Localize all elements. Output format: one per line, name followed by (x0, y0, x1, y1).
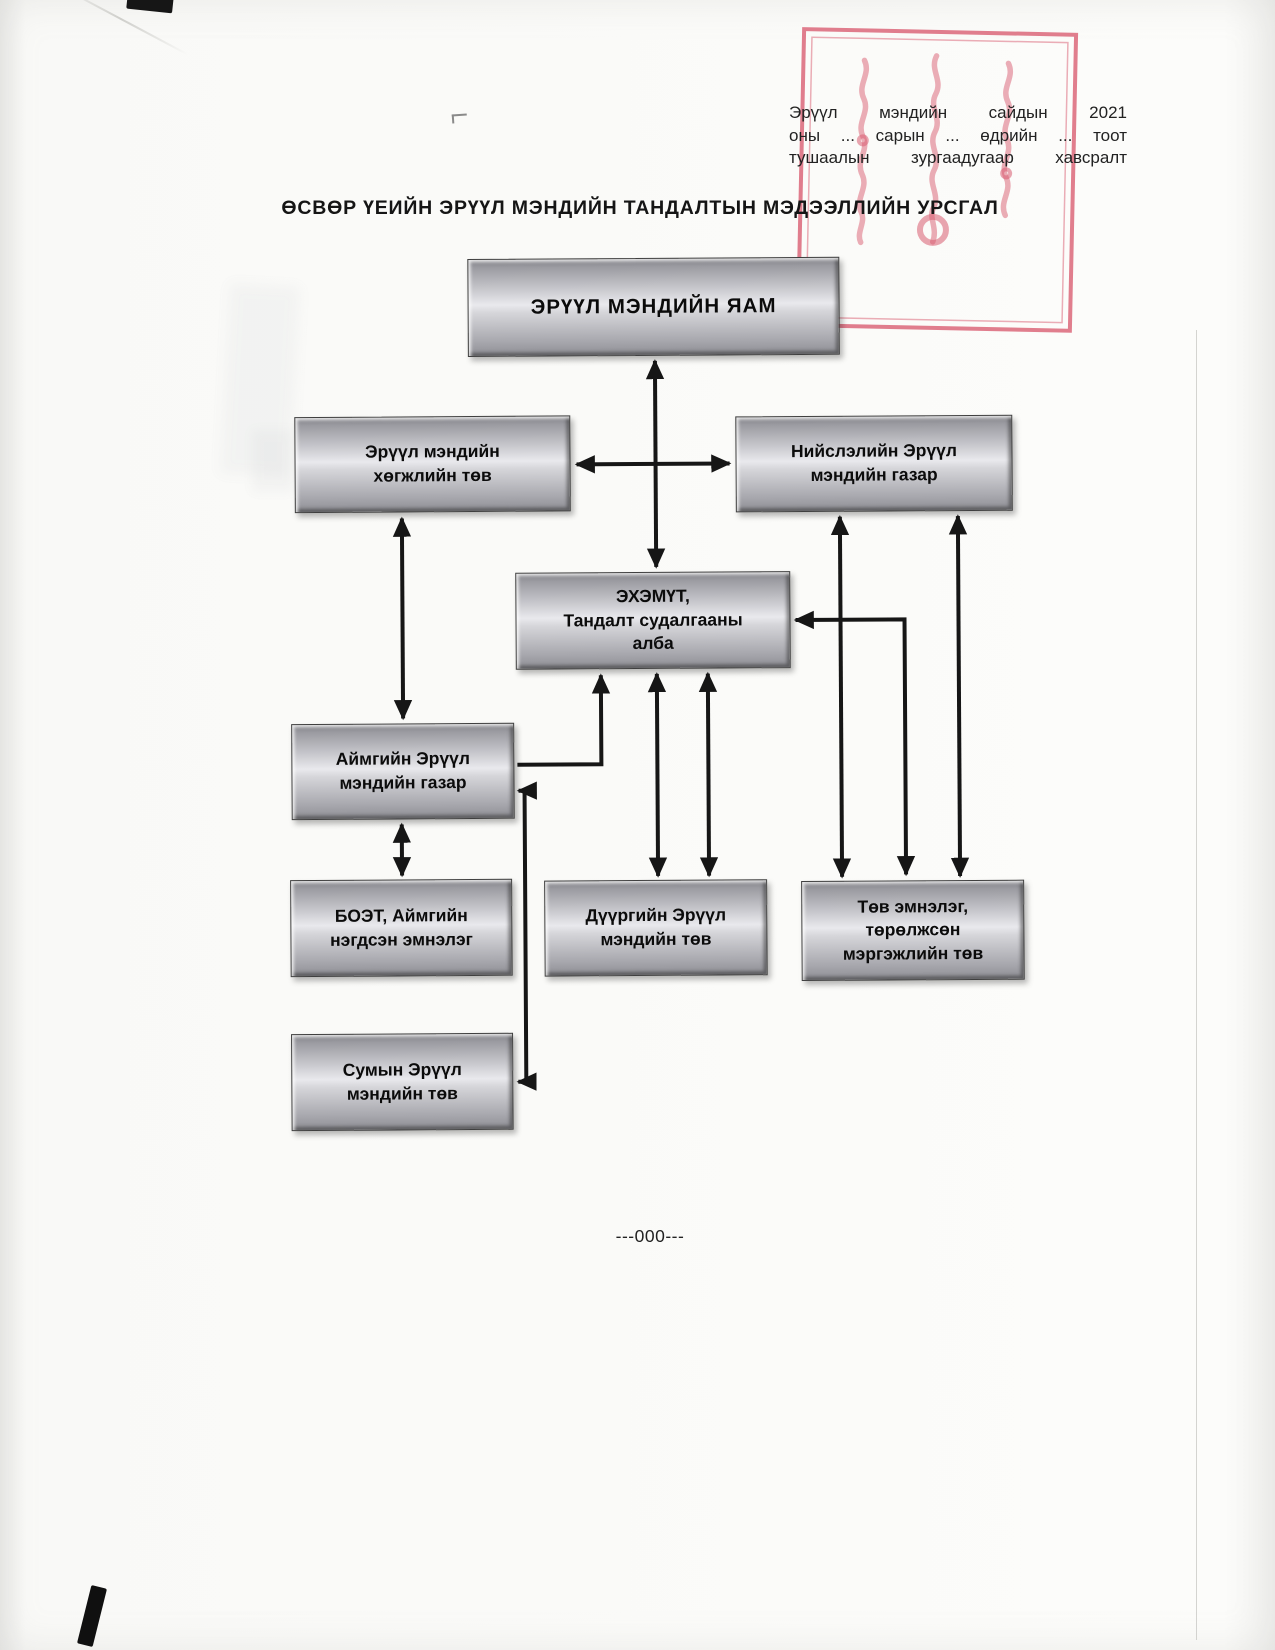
decree-annotation: Эрүүл мэндийн сайдын 2021 оны ... сарын … (789, 102, 1127, 170)
node-label: ЭХЭМҮТ, Тандалт судалгааны алба (563, 585, 743, 654)
diagram-node-district-health-center: Дүүргийн Эрүүл мэндийн төв (544, 879, 768, 977)
annotation-line: оны ... сарын ... өдрийн ... тоот (789, 125, 1127, 145)
node-label: Сумын Эрүүл мэндийн төв (342, 1058, 462, 1104)
node-label: Нийслэлийн Эрүүл мэндийн газар (790, 440, 958, 485)
node-label: Эрүүл мэндийн хөгжлийн төв (365, 441, 500, 486)
diagram-node-health-development-center: Эрүүл мэндийн хөгжлийн төв (294, 415, 571, 514)
node-label: Дүүргийн Эрүүл мэндийн төв (585, 904, 727, 950)
diagram-node-boet-aimag-general-hospital: БОЭТ, Аймгийн нэгдсэн эмнэлэг (290, 878, 513, 978)
edge-ehemut-duureg-right (698, 671, 719, 878)
edge-hugjil-niislel (574, 454, 732, 474)
edge-hugjil-aimag (392, 516, 413, 721)
edge-aimag-ehemut-elbow (517, 673, 611, 767)
scan-artifact-page-edge-line (1196, 330, 1197, 1640)
red-mongolian-script-stamp-icon (795, 27, 1079, 333)
diagram-node-ehemut-surveillance-unit: ЭХЭМҮТ, Тандалт судалгааны алба (515, 571, 791, 670)
end-of-document-mark: ---000--- (615, 1226, 685, 1246)
node-label: Төв эмнэлэг, төрөлжсөн мэргэжлийн төв (842, 895, 984, 964)
edge-niislel-tov-left (830, 514, 852, 879)
annotation-line: тушаалын зургаадугаар хавсралт (789, 148, 1127, 168)
diagram-node-ministry-of-health: ЭРҮҮЛ МЭНДИЙН ЯАМ (467, 256, 840, 358)
edge-ehemut-duureg-left (647, 672, 668, 878)
edge-niislel-tov-right (948, 514, 970, 878)
diagram-node-aimag-health-department: Аймгийн Эрүүл мэндийн газар (291, 722, 515, 821)
page-title: ӨСВӨР ҮЕИЙН ЭРҮҮЛ МЭНДИЙН ТАНДАЛТЫН МЭДЭ… (281, 197, 999, 219)
edge-ehemut-tov-elbow (793, 610, 916, 877)
node-label: ЭРҮҮЛ МЭНДИЙН ЯАМ (530, 294, 777, 319)
node-label: БОЭТ, Аймгийн нэгдсэн эмнэлэг (329, 904, 473, 950)
diagram-node-soum-health-center: Сумын Эрүүл мэндийн төв (291, 1032, 514, 1132)
node-label: Аймгийн Эрүүл мэндийн газар (335, 748, 471, 793)
annotation-line: Эрүүл мэндийн сайдын 2021 (789, 103, 1127, 122)
diagram-node-central-specialized-hospital: Төв эмнэлэг, төрөлжсөн мэргэжлийн төв (801, 879, 1025, 982)
diagram-node-capital-city-health-department: Нийслэлийн Эрүүл мэндийн газар (735, 414, 1013, 513)
scan-artifact-bleedthrough (252, 430, 294, 492)
edge-aimag-sum-elbow (516, 781, 537, 1091)
